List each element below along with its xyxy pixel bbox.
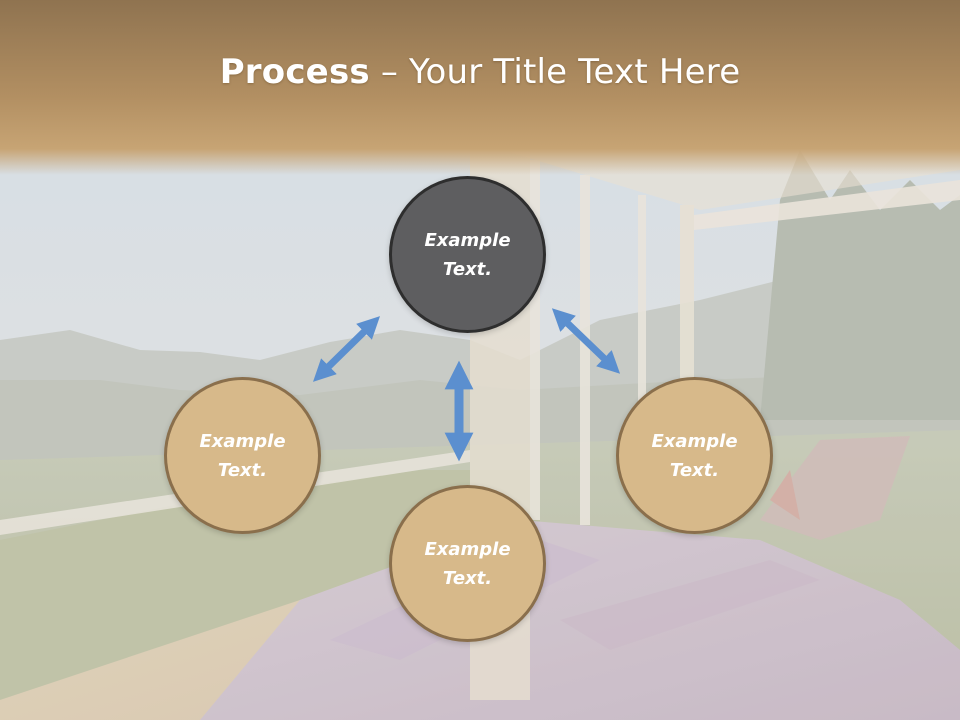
process-step-left-text: Example Text. (199, 430, 286, 481)
process-step-top-text: Example Text. (424, 229, 511, 280)
title-bold: Process (219, 52, 370, 92)
process-step-right-text: Example Text. (651, 430, 738, 481)
process-step-bottom-text: Example Text. (424, 538, 511, 589)
double-arrow-icon-right (551, 308, 621, 374)
double-arrow-icon-left (313, 316, 380, 382)
slide-title: Process – Your Title Text Here (0, 52, 960, 92)
process-step-left[interactable]: Example Text. (164, 377, 321, 534)
process-step-top[interactable]: Example Text. (389, 176, 546, 333)
process-step-right[interactable]: Example Text. (616, 377, 773, 534)
process-step-bottom[interactable]: Example Text. (389, 485, 546, 642)
title-rest: – Your Title Text Here (369, 52, 741, 92)
